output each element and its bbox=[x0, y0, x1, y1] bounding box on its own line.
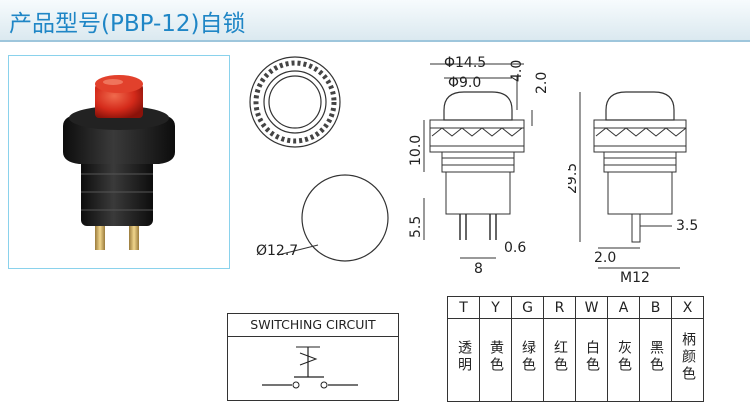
color-name-cell: 黑色 bbox=[648, 340, 664, 374]
circuit-symbol bbox=[262, 346, 358, 389]
dim-total-height: 29.5 bbox=[568, 163, 580, 194]
pin-right bbox=[129, 216, 139, 250]
product-photo bbox=[63, 75, 175, 250]
dim-thread: M12 bbox=[620, 270, 650, 286]
code-cell: A bbox=[607, 296, 640, 319]
page-title: 产品型号(PBP-12)自锁 bbox=[9, 11, 246, 37]
threaded-body bbox=[81, 156, 153, 226]
dim-terminal-width: 2.0 bbox=[594, 250, 616, 266]
code-cell: R bbox=[543, 296, 576, 319]
code-cell: W bbox=[575, 296, 608, 319]
product-photo-frame bbox=[8, 55, 230, 269]
red-cap bbox=[95, 84, 143, 118]
code-cell: G bbox=[511, 296, 544, 319]
dim-pin-length: 5.5 bbox=[408, 216, 424, 238]
color-name-cell: 灰色 bbox=[616, 340, 632, 374]
header-bar: 产品型号(PBP-12)自锁 bbox=[0, 0, 750, 42]
circuit-title: SWITCHING CIRCUIT bbox=[228, 314, 398, 337]
code-cell: Y bbox=[479, 296, 512, 319]
color-name-cell: 绿色 bbox=[520, 340, 536, 374]
dim-terminal-length: 3.5 bbox=[676, 218, 698, 234]
dim-gap: 2.0 bbox=[534, 72, 550, 94]
side-view-drawing: 29.5 3.5 2.0 M12 bbox=[568, 91, 698, 286]
dim-pin-thickness: 0.6 bbox=[504, 240, 526, 256]
color-name-cell: 白色 bbox=[584, 340, 600, 374]
color-table: T Y G R W A B X 透明 黄色 绿色 红色 白色 灰色 黑色 柄颜色 bbox=[447, 296, 704, 402]
dim-cap-height: 4.0 bbox=[509, 60, 525, 82]
dim-nut-height: 10.0 bbox=[408, 135, 424, 166]
color-name-cell: 黄色 bbox=[488, 340, 504, 374]
dim-pin-spacing: 8 bbox=[474, 261, 483, 277]
color-name-cell: 柄颜色 bbox=[680, 331, 696, 383]
color-name-cell: 透明 bbox=[456, 340, 472, 374]
color-name-cell: 红色 bbox=[552, 340, 568, 374]
dim-round-diameter: Ø12.7 bbox=[256, 243, 298, 259]
code-cell: X bbox=[671, 296, 704, 319]
front-view-drawing: Φ14.5 Φ9.0 4.0 2.0 10.0 5.5 8 0.6 bbox=[408, 55, 550, 277]
round-cap-outline bbox=[301, 174, 389, 262]
code-cell: T bbox=[447, 296, 480, 319]
top-view-drawing: Ø12.7 bbox=[249, 56, 389, 262]
switching-circuit-box: SWITCHING CIRCUIT bbox=[227, 313, 399, 401]
code-cell: B bbox=[639, 296, 672, 319]
dim-cap-diameter: Φ9.0 bbox=[448, 75, 481, 91]
pin-left bbox=[95, 216, 105, 250]
dim-outer-diameter: Φ14.5 bbox=[444, 55, 486, 71]
